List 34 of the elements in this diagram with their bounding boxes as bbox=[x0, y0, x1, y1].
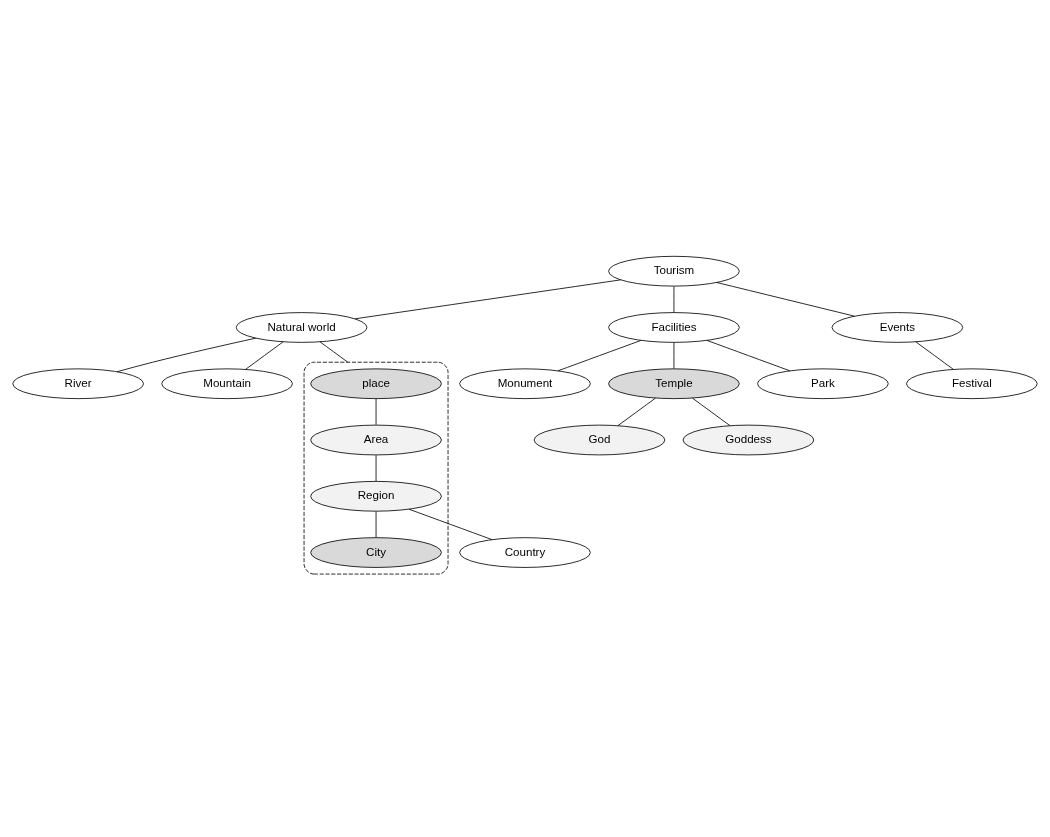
connector bbox=[245, 341, 284, 370]
node-ellipse: Goddess bbox=[682, 424, 815, 456]
node-ellipse: God bbox=[533, 424, 666, 456]
connector bbox=[354, 279, 621, 320]
connector bbox=[557, 340, 642, 372]
node-ellipse: Facilities bbox=[608, 312, 740, 343]
node-ellipse: Festival bbox=[906, 368, 1038, 400]
connector bbox=[673, 285, 675, 313]
node-ellipse: Tourism bbox=[608, 255, 740, 287]
connector bbox=[915, 341, 954, 370]
node-ellipse: Temple bbox=[608, 368, 740, 400]
cluster bbox=[303, 361, 449, 575]
node-ellipse: Natural world bbox=[235, 312, 368, 343]
node-ellipse: Mountain bbox=[161, 368, 293, 400]
connector bbox=[716, 282, 855, 317]
connector bbox=[116, 337, 257, 373]
connector bbox=[375, 511, 377, 538]
connector bbox=[408, 508, 493, 541]
connector bbox=[375, 454, 377, 482]
node-ellipse: place bbox=[310, 368, 442, 400]
connector bbox=[375, 398, 377, 426]
node-ellipse: City bbox=[310, 537, 442, 568]
node-ellipse: Events bbox=[831, 312, 964, 343]
node-ellipse: Region bbox=[310, 480, 442, 512]
connector bbox=[617, 397, 656, 427]
node-ellipse: Monument bbox=[459, 368, 591, 400]
connector bbox=[673, 342, 675, 369]
node-ellipse: River bbox=[12, 368, 144, 400]
node-ellipse: Park bbox=[757, 368, 889, 400]
connector bbox=[319, 341, 349, 363]
connector bbox=[706, 340, 791, 372]
node-ellipse: Country bbox=[459, 537, 591, 568]
connector bbox=[691, 397, 731, 427]
node-ellipse: Area bbox=[310, 424, 442, 456]
